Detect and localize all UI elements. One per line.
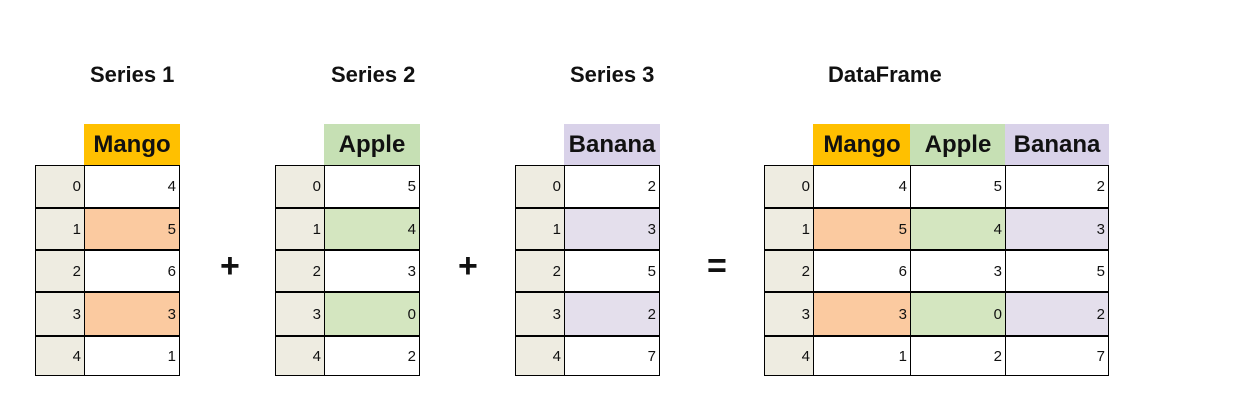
series-2-index-cell: 4 [275, 336, 325, 376]
series-3-value-cell: 5 [564, 250, 660, 292]
series-1-value-cell: 4 [84, 165, 180, 208]
dataframe-value-cell: 1 [813, 336, 911, 376]
plus-operator-2: + [458, 247, 478, 285]
series-2-value-cell: 4 [324, 208, 420, 250]
series-2-index-cell: 0 [275, 165, 325, 208]
dataframe-header-mango: Mango [813, 124, 911, 165]
series-1-index-cell: 3 [35, 292, 85, 336]
series-2-value-cell: 5 [324, 165, 420, 208]
dataframe-value-cell: 6 [813, 250, 911, 292]
dataframe-index-cell: 3 [764, 292, 814, 336]
series-2-value-cell: 2 [324, 336, 420, 376]
series-2-index-cell: 1 [275, 208, 325, 250]
dataframe-index-cell: 0 [764, 165, 814, 208]
dataframe-value-cell: 3 [910, 250, 1006, 292]
dataframe-value-cell: 2 [1005, 292, 1109, 336]
series-1-value-cell: 1 [84, 336, 180, 376]
series-2-index-cell: 3 [275, 292, 325, 336]
series-3-value-cell: 2 [564, 165, 660, 208]
series-3-index-cell: 0 [515, 165, 565, 208]
dataframe-title: DataFrame [828, 62, 942, 87]
series-3-header: Banana [564, 124, 660, 165]
dataframe-value-cell: 2 [910, 336, 1006, 376]
dataframe-value-cell: 5 [1005, 250, 1109, 292]
series-3-title: Series 3 [570, 62, 655, 87]
series-3-value-cell: 7 [564, 336, 660, 376]
series-1-header: Mango [84, 124, 180, 165]
series-1-index-cell: 4 [35, 336, 85, 376]
dataframe-value-cell: 4 [910, 208, 1006, 250]
dataframe-index-cell: 1 [764, 208, 814, 250]
plus-operator-1: + [220, 247, 240, 285]
series-3-index-cell: 1 [515, 208, 565, 250]
dataframe-header-apple: Apple [910, 124, 1006, 165]
series-1-index-cell: 0 [35, 165, 85, 208]
equals-operator: = [707, 247, 727, 285]
series-3-value-cell: 2 [564, 292, 660, 336]
dataframe-value-cell: 3 [813, 292, 911, 336]
series-2-header: Apple [324, 124, 420, 165]
series-3-index-cell: 2 [515, 250, 565, 292]
dataframe-value-cell: 3 [1005, 208, 1109, 250]
series-3-index-cell: 4 [515, 336, 565, 376]
dataframe-index-cell: 2 [764, 250, 814, 292]
series-3-value-cell: 3 [564, 208, 660, 250]
series-2-index-cell: 2 [275, 250, 325, 292]
series-3-index-cell: 3 [515, 292, 565, 336]
dataframe-value-cell: 2 [1005, 165, 1109, 208]
series-1-index-cell: 1 [35, 208, 85, 250]
series-2-value-cell: 3 [324, 250, 420, 292]
dataframe-value-cell: 0 [910, 292, 1006, 336]
dataframe-value-cell: 5 [813, 208, 911, 250]
dataframe-header-banana: Banana [1005, 124, 1109, 165]
series-1-value-cell: 5 [84, 208, 180, 250]
dataframe-index-cell: 4 [764, 336, 814, 376]
series-1-title: Series 1 [90, 62, 175, 87]
series-1-index-cell: 2 [35, 250, 85, 292]
dataframe-value-cell: 4 [813, 165, 911, 208]
dataframe-value-cell: 5 [910, 165, 1006, 208]
series-1-value-cell: 3 [84, 292, 180, 336]
dataframe-value-cell: 7 [1005, 336, 1109, 376]
series-2-value-cell: 0 [324, 292, 420, 336]
series-2-title: Series 2 [331, 62, 416, 87]
series-1-value-cell: 6 [84, 250, 180, 292]
